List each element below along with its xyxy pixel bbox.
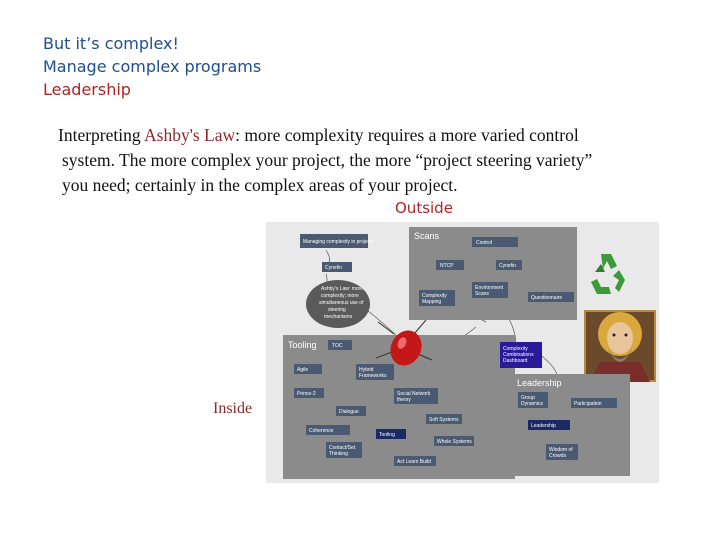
group-dynamics-box (518, 392, 548, 408)
ashby-paragraph: Interpreting Ashby's Law: more complexit… (58, 123, 678, 198)
coherence-text: Coherence (309, 428, 334, 434)
para-line3: you need; certainly in the complex areas… (62, 175, 458, 195)
complexity-diagram: Managing complexity in projects Cynefin … (266, 222, 659, 483)
social-text-1: theory (397, 397, 411, 403)
env-scans-text-1: Scans (475, 291, 489, 297)
scans-title: Scans (414, 231, 440, 241)
participation-text: Participation (574, 401, 602, 407)
cynefin-text: Cynefin (499, 263, 516, 269)
ashby-text-0: Ashby's Law: more (321, 286, 363, 292)
prince2-text: Prince-2 (297, 391, 316, 397)
para-line2: system. The more complex your project, t… (62, 150, 593, 170)
wisdom-text-1: Crowds (549, 453, 566, 459)
prince2-box (294, 388, 324, 398)
toc-box (328, 340, 352, 350)
whole-systems-box (434, 436, 474, 446)
hybrid-text-0: Hybrid (359, 367, 374, 373)
soft-systems-text: Soft Systems (429, 417, 459, 423)
social-network-box (394, 388, 438, 404)
tooling-inner-box (376, 429, 406, 439)
questionnaire-text: Questionnaire (531, 295, 562, 301)
complexity-mapping-box (419, 290, 455, 306)
dialogue-box (336, 406, 366, 416)
slide-heading-line-1: But it’s complex! (43, 34, 179, 53)
coherence-box (306, 425, 350, 435)
hybrid-text-1: Frameworks (359, 373, 387, 379)
portrait-icon (584, 310, 656, 382)
toc-text: TOC (332, 343, 343, 349)
leadership-inner-box (528, 420, 570, 430)
hybrid-box (356, 364, 394, 380)
social-text-0: Social Network (397, 391, 431, 397)
ashby-ellipse (306, 280, 370, 328)
environment-scans-box (472, 282, 508, 298)
tooling-title: Tooling (288, 340, 317, 350)
complexity-mapping-text-0: Complexity (422, 293, 447, 299)
contact-thinking-box (326, 442, 362, 458)
env-scans-text-0: Environment (475, 285, 504, 291)
questionnaire-box (528, 292, 574, 302)
ntcp-text: NTCP (440, 263, 454, 269)
para-line1-rest: : more complexity requires a more varied… (235, 125, 579, 145)
group-text-1: Dynamics (521, 401, 543, 407)
ntcp-box (436, 260, 464, 270)
whole-systems-text: Whole Systems (437, 439, 472, 445)
outside-label: Outside (395, 199, 453, 217)
dashboard-text-1: Combinations (503, 352, 534, 358)
agile-text: Agile (297, 367, 308, 373)
act-learn-text: Act Learn Build (397, 459, 431, 465)
contact-text-1: Thinking (329, 451, 348, 457)
wisdom-text-0: Wisdom of (549, 447, 573, 453)
ashby-text-1: complexity; more (321, 293, 359, 299)
recycle-icon (591, 254, 625, 294)
act-learn-build-box (394, 456, 436, 466)
wisdom-box (546, 444, 578, 460)
managing-text: Managing complexity in projects (303, 239, 375, 245)
group-text-0: Group (521, 395, 535, 401)
cynefin-top-text: Cynefin (325, 265, 342, 271)
dialogue-text: Dialogue (339, 409, 359, 415)
agile-box (294, 364, 322, 374)
ashby-text-3: steering (328, 307, 346, 313)
slide-heading-line-3: Leadership (43, 80, 131, 99)
para-intro: Interpreting (58, 125, 145, 145)
control-text: Control (476, 240, 492, 246)
managing-complexity-box (300, 234, 368, 248)
contact-text-0: Contact/Set (329, 445, 356, 451)
ashby-text-2: simultaneous use of (319, 300, 364, 306)
participation-box (571, 398, 617, 408)
cynefin-top-box (322, 262, 352, 272)
dashboard-box (500, 342, 542, 368)
soft-systems-box (426, 414, 462, 424)
dashboard-text-2: Dashboard (503, 358, 528, 364)
control-box (472, 237, 518, 247)
leadership-inner-text: Leadership (531, 423, 556, 429)
ashby-law-highlight: Ashby's Law (144, 125, 236, 145)
complexity-mapping-text-1: Mapping (422, 299, 441, 305)
dashboard-text-0: Complexity (503, 346, 528, 352)
ashby-text-4: mechanisms (324, 314, 353, 320)
beetle-icon (375, 319, 433, 366)
tooling-inner-text: Tooling (379, 432, 395, 438)
cynefin-box (496, 260, 522, 270)
inside-label: Inside (213, 400, 253, 417)
slide-heading-line-2: Manage complex programs (43, 57, 262, 76)
leadership-title: Leadership (517, 378, 562, 388)
